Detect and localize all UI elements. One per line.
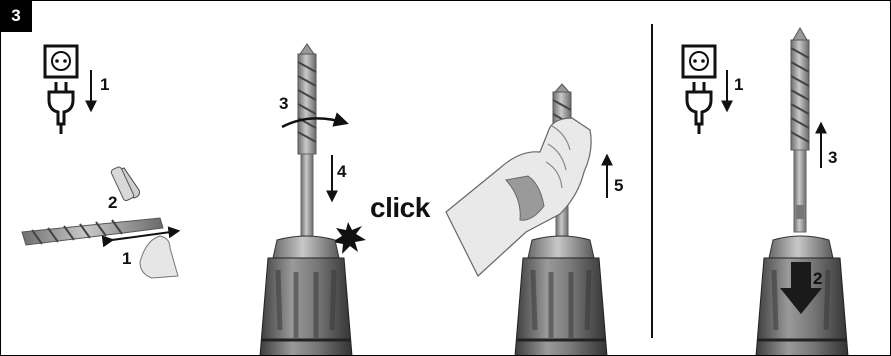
pull-bit-step-label: 1 [122,250,131,267]
power-socket-icon [683,46,715,77]
drill-bit-icon [791,28,809,232]
power-socket-icon [45,46,77,77]
step-number-badge: 3 [0,0,32,32]
drill-chuck-icon [515,236,607,356]
push-step-label: 4 [337,163,346,180]
click-label: click [370,194,430,222]
drill-bit-icon [22,218,163,245]
power-plug-icon [49,82,73,134]
drill-bit-icon [298,44,316,236]
unplug-step-label-right: 1 [734,76,743,93]
remove-step-label: 3 [828,149,837,166]
rotate-step-label: 3 [279,95,288,112]
unplug-step-label: 1 [100,76,109,93]
release-step-label: 2 [813,270,822,287]
check-step-label: 5 [614,177,623,194]
power-plug-icon [687,82,711,134]
hand-icon [140,236,178,278]
drill-chuck-icon [260,236,352,356]
remove-cap-step-label: 2 [108,194,117,211]
